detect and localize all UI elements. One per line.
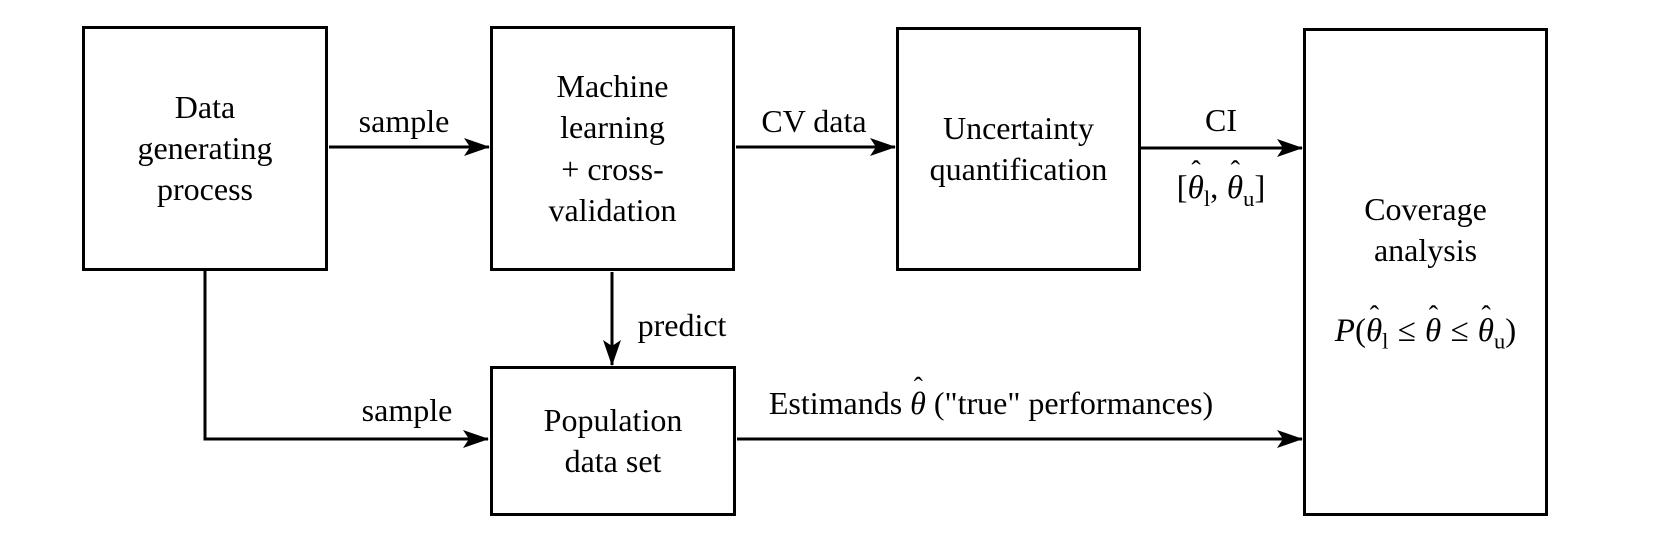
box-machine-learning-cv-label: Machine learning + cross- validation xyxy=(548,67,677,228)
theta-symbol: θ xyxy=(1424,313,1442,350)
label-ci: CI xyxy=(1205,101,1237,138)
hat-accent: ˆ xyxy=(1481,300,1491,332)
close-bracket: ] xyxy=(1254,170,1266,207)
label-predict: predict xyxy=(637,306,727,343)
estimands-suffix: ("true" performances) xyxy=(933,384,1214,421)
estimands-prefix: Estimands xyxy=(768,384,903,421)
hat-accent: ˆ xyxy=(1428,300,1439,332)
arrow-sample-bottom xyxy=(203,271,489,448)
hat-accent: ˆ xyxy=(1230,156,1241,188)
theta-symbol: θ xyxy=(910,384,926,421)
label-cv-data: CV data xyxy=(761,102,867,139)
box-uncertainty-quantification-label: Uncertainty quantification xyxy=(929,109,1108,187)
hat-accent: ˆ xyxy=(913,371,923,402)
subscript-upper: u xyxy=(1494,329,1506,355)
hat-accent: ˆ xyxy=(1369,300,1380,332)
box-data-generating-process: Data generating process xyxy=(82,26,328,271)
box-data-generating-process-label: Data generating process xyxy=(137,88,273,208)
label-sample-top: sample xyxy=(358,102,450,139)
comma: , xyxy=(1210,170,1219,207)
label-sample-bottom: sample xyxy=(361,391,453,428)
leq-symbol: ≤ xyxy=(1397,313,1416,350)
subscript-lower: l xyxy=(1203,185,1211,211)
leq-symbol: ≤ xyxy=(1450,313,1469,350)
symbol-P: P xyxy=(1334,313,1355,350)
theta-symbol: θ xyxy=(1226,170,1244,207)
hat-accent: ˆ xyxy=(1191,156,1201,188)
coverage-title: Coverage analysis xyxy=(1364,190,1487,269)
box-population-data-set: Population data set xyxy=(490,366,736,516)
open-bracket: [ xyxy=(1176,170,1188,207)
subscript-upper: u xyxy=(1243,185,1255,211)
theta-symbol: θ xyxy=(1187,170,1204,207)
close-paren: ) xyxy=(1505,313,1517,350)
box-population-data-set-label: Population data set xyxy=(543,401,683,479)
theta-symbol: θ xyxy=(1477,313,1495,350)
subscript-lower: l xyxy=(1382,329,1389,355)
open-paren: ( xyxy=(1354,313,1366,350)
box-machine-learning-cv: Machine learning + cross- validation xyxy=(490,26,735,271)
theta-symbol: θ xyxy=(1365,313,1383,350)
box-uncertainty-quantification: Uncertainty quantification xyxy=(896,27,1141,271)
